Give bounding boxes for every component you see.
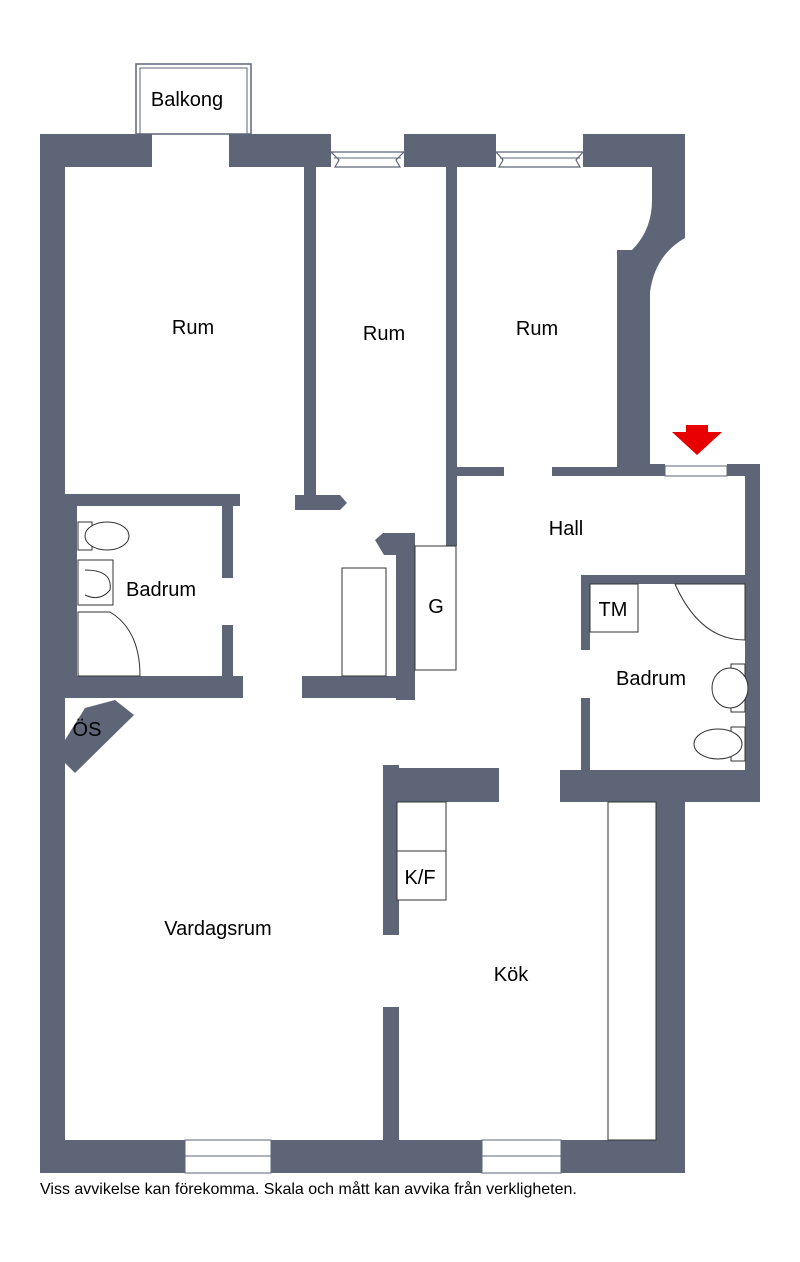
balkong-label: Balkong	[151, 89, 223, 111]
interior-walls	[65, 167, 748, 1140]
rum-2-label: Rum	[363, 323, 405, 345]
garderob-label: G	[428, 596, 444, 618]
rum-1-label: Rum	[172, 317, 214, 339]
kyl-frys-label: K/F	[404, 867, 435, 889]
disclaimer-text: Viss avvikelse kan förekomma. Skala och …	[40, 1181, 577, 1198]
balcony	[135, 63, 252, 135]
badrum-left-label: Badrum	[126, 579, 196, 601]
hall-label: Hall	[549, 518, 583, 540]
entrance-arrow-icon	[672, 425, 722, 455]
windows	[184, 151, 728, 1174]
rum-3-label: Rum	[516, 318, 558, 340]
kok-label: Kök	[494, 964, 529, 986]
vardagsrum-label: Vardagsrum	[164, 918, 271, 940]
outer-walls	[40, 134, 760, 1173]
tvattmaskin-label: TM	[599, 599, 628, 621]
fixtures	[77, 521, 749, 1141]
oppen-spis-label: ÖS	[73, 719, 102, 741]
badrum-right-label: Badrum	[616, 668, 686, 690]
